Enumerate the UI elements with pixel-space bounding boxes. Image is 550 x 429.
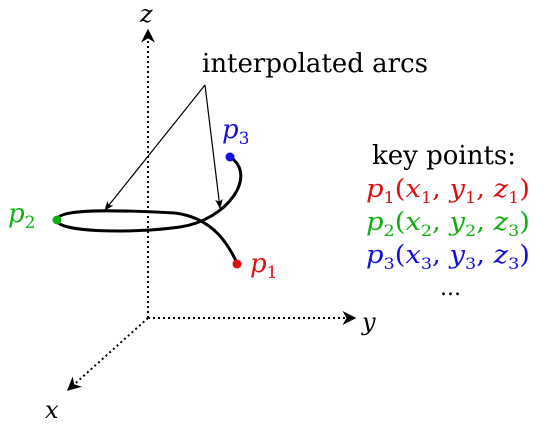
interpolated-arc-p3-p2 [55, 155, 243, 233]
x-axis [66, 317, 149, 391]
point-p3-dot [225, 152, 235, 162]
point-p3-label: p3 [222, 115, 249, 149]
annotation-label: interpolated arcs [202, 49, 428, 79]
point-p1-dot [232, 259, 242, 269]
point-p2-label: p2 [8, 199, 35, 233]
legend-row-p1: p1(x1, y1, z1) [366, 174, 530, 207]
interpolated-arc-p2-p1 [174, 211, 239, 264]
legend-row-p3: p3(x3, y3, z3) [366, 240, 530, 273]
legend-ellipsis: ... [440, 276, 461, 301]
legend-row-p2: p2(x2, y2, z3) [366, 207, 530, 240]
annotation-arrow-left [104, 84, 206, 211]
y-axis-label: y [361, 308, 376, 336]
z-axis-label: z [139, 0, 153, 28]
annotation-arrow-right [204, 84, 223, 209]
x-axis-label: x [45, 396, 59, 424]
point-p2-dot [52, 215, 62, 225]
legend-title: key points: [372, 141, 516, 171]
point-p1-label: p1 [250, 249, 277, 283]
